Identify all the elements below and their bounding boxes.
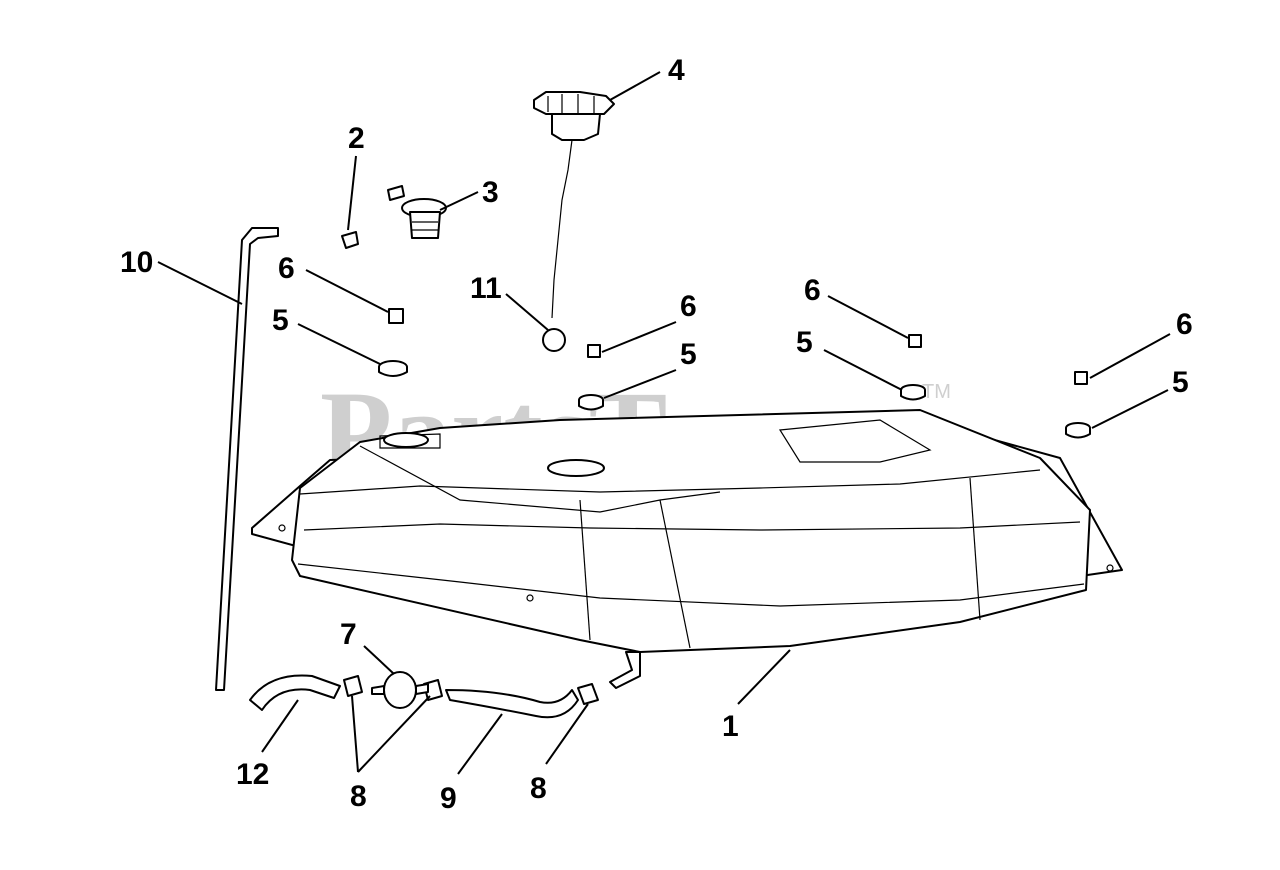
- callout-8a: 8: [350, 780, 367, 813]
- grommet-5c[interactable]: [900, 384, 926, 401]
- callout-9: 9: [440, 782, 457, 815]
- grommet-5a[interactable]: [378, 360, 408, 377]
- callout-4: 4: [668, 54, 685, 87]
- callout-6b: 6: [680, 290, 697, 323]
- callout-5a: 5: [272, 304, 289, 337]
- clamp-small[interactable]: [341, 231, 359, 249]
- callout-8b: 8: [530, 772, 547, 805]
- callout-3: 3: [482, 176, 499, 209]
- hose-long[interactable]: [445, 689, 579, 719]
- bushing-6b[interactable]: [587, 344, 601, 358]
- grommet-5b[interactable]: [578, 394, 604, 411]
- callout-11: 11: [470, 272, 502, 305]
- grommet-5d[interactable]: [1065, 422, 1091, 439]
- callout-12: 12: [236, 758, 269, 791]
- callout-6c: 6: [804, 274, 821, 307]
- fuel-valve[interactable]: [387, 185, 447, 239]
- hose-short[interactable]: [249, 674, 341, 711]
- leader-lines: [157, 71, 1171, 775]
- watermark-trademark: TM: [922, 381, 951, 403]
- hose-clamp-8b[interactable]: [577, 683, 599, 705]
- callout-5d: 5: [1172, 366, 1189, 399]
- retaining-ring[interactable]: [542, 328, 566, 352]
- bushing-6c[interactable]: [908, 334, 922, 348]
- bushing-6d[interactable]: [1074, 371, 1088, 385]
- fuel-tank[interactable]: [251, 409, 1123, 689]
- bushing-6a[interactable]: [388, 308, 404, 324]
- callout-6d: 6: [1176, 308, 1193, 341]
- callout-5b: 5: [680, 338, 697, 371]
- callout-6a: 6: [278, 252, 295, 285]
- callout-2: 2: [348, 122, 365, 155]
- callout-7: 7: [340, 618, 357, 651]
- callout-1: 1: [722, 710, 739, 743]
- fuel-filter[interactable]: [371, 671, 429, 709]
- callout-10: 10: [120, 246, 153, 279]
- dip-tube[interactable]: [215, 227, 279, 691]
- fuel-cap[interactable]: [533, 91, 615, 319]
- callout-5c: 5: [796, 326, 813, 359]
